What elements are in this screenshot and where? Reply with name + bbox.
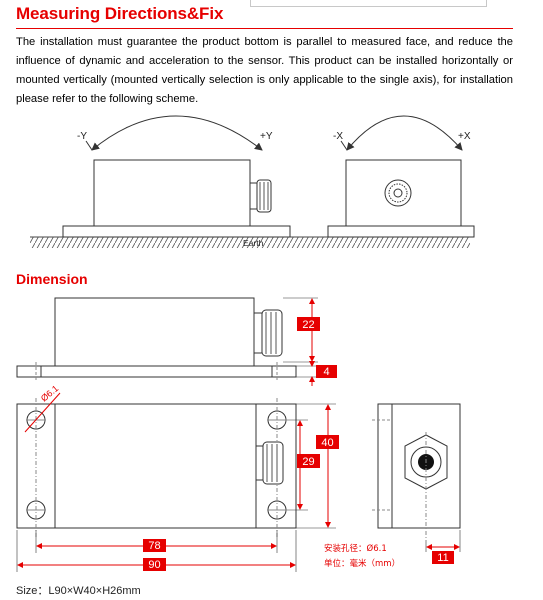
section-title-directions: Measuring Directions&Fix — [16, 4, 224, 23]
dim-78-label: 78 — [148, 540, 160, 552]
svg-text:安装孔径：Ø6.1: 安装孔径：Ø6.1 — [324, 543, 387, 554]
minus-x-label: -X — [333, 131, 343, 142]
sensor-base-front — [327, 225, 475, 238]
mount-flange — [16, 365, 297, 378]
installation-scheme: Earth -Y +Y -X +X — [30, 115, 475, 248]
dim-29-box — [297, 454, 320, 468]
x-rotation-arrow — [346, 115, 463, 151]
end-flange — [377, 403, 393, 529]
section-title-dimension: Dimension — [16, 271, 88, 287]
earth-label: Earth — [243, 238, 264, 248]
sensor-body-side — [93, 159, 251, 227]
unit-note-label: 单位： — [324, 558, 350, 569]
plus-x-label: +X — [458, 131, 471, 142]
gland-top-icon — [262, 441, 284, 485]
ground-hatch — [30, 237, 470, 248]
y-rotation-arrow — [91, 115, 263, 151]
dim-90-label: 90 — [148, 559, 160, 571]
gland-side-icon — [261, 309, 283, 357]
dim-22-label: 22 — [302, 319, 314, 331]
dim-90-box — [143, 558, 166, 571]
housing-side — [54, 297, 255, 367]
minus-y-label: -Y — [77, 131, 87, 142]
svg-text:单位：毫米（mm）: 单位：毫米（mm） — [324, 558, 400, 569]
dim-40-label: 40 — [321, 437, 333, 449]
dim-29-label: 29 — [302, 456, 314, 468]
size-caption: Size：L90×W40×H26mm — [16, 585, 141, 597]
dim-11-box — [432, 551, 454, 564]
dimension-top-view: Ø6.1 40 29 78 90 — [16, 383, 339, 572]
hole-diameter-label: Ø6.1 — [39, 383, 60, 403]
dimension-end-view: 11 — [372, 403, 461, 564]
dimension-side-view: 22 4 — [16, 297, 337, 386]
hole-note-label: 安装孔径： — [324, 543, 367, 554]
dim-22-box — [297, 317, 320, 331]
dim-40-box — [316, 435, 339, 449]
top-frame — [250, 0, 487, 7]
housing-top — [16, 403, 297, 529]
dim-4-label: 4 — [323, 366, 329, 378]
installation-paragraph: The installation must guarantee the prod… — [16, 36, 513, 105]
title-underline — [16, 28, 513, 29]
dim-4-box — [316, 365, 337, 378]
hole-note-value: Ø6.1 — [367, 543, 387, 554]
unit-note-value: 毫米（mm） — [350, 558, 401, 569]
dim-78-box — [143, 539, 166, 552]
plus-y-label: +Y — [260, 131, 273, 142]
dim-11-label: 11 — [437, 552, 448, 564]
drawing-notes: 安装孔径：Ø6.1 单位：毫米（mm） — [324, 543, 400, 569]
sensor-base-plate — [62, 225, 291, 238]
